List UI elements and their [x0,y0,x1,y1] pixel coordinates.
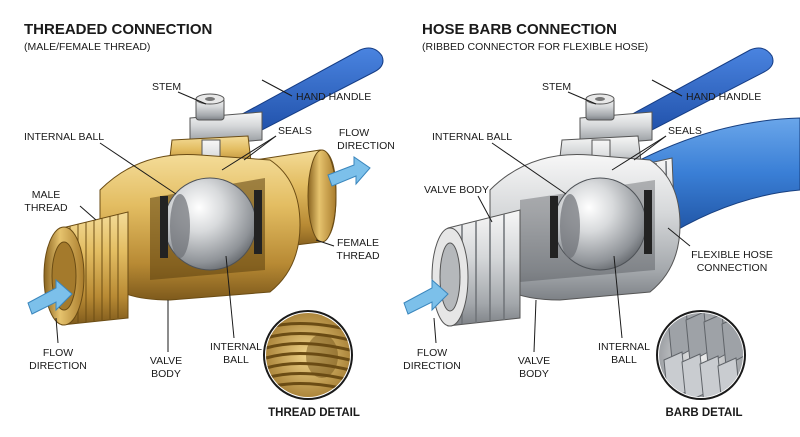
left-detail-caption: THREAD DETAIL [268,407,360,419]
left-label-valve-body-1: VALVE [150,355,182,367]
left-label-male-thread-2: THREAD [24,202,68,214]
left-label-flow-direction-top-1: FLOW [339,127,369,139]
left-subtitle: (MALE/FEMALE THREAD) [24,41,150,53]
right-label-stem: STEM [542,81,571,93]
right-label-flow-direction-bottom-1: FLOW [417,347,447,359]
left-label-stem: STEM [152,81,181,93]
right-label-internal-ball-bottom-1: INTERNAL [598,341,650,353]
right-detail-caption: BARB DETAIL [665,407,742,419]
right-label-internal-ball-bottom-2: BALL [611,354,637,366]
left-label-male-thread-1: MALE [32,189,61,201]
threaded-valve-illustration [27,47,384,326]
right-label-valve-body-top: VALVE BODY [424,184,489,196]
right-label-seals: SEALS [668,125,702,137]
left-label-seals: SEALS [278,125,312,137]
right-label-flexible-hose-1: FLEXIBLE HOSE [691,249,773,261]
right-label-flow-direction-bottom-2: DIRECTION [403,360,461,372]
left-label-female-thread-1: FEMALE [337,237,379,249]
left-label-hand-handle: HAND HANDLE [296,91,371,103]
right-panel-text: HOSE BARB CONNECTION (RIBBED CONNECTOR F… [403,21,773,419]
leader-lines [55,79,691,353]
thread-detail-inset [263,310,353,400]
left-panel-text: THREADED CONNECTION (MALE/FEMALE THREAD)… [24,21,395,419]
hose-barb-valve-illustration [403,47,800,327]
left-label-internal-ball-top: INTERNAL BALL [24,131,104,143]
left-label-flow-direction-bottom-1: FLOW [43,347,73,359]
right-label-internal-ball-top: INTERNAL BALL [432,131,512,143]
left-label-internal-ball-bottom-2: BALL [223,354,249,366]
left-label-female-thread-2: THREAD [336,250,380,262]
right-label-hand-handle: HAND HANDLE [686,91,761,103]
right-title: HOSE BARB CONNECTION [422,21,617,38]
left-label-internal-ball-bottom-1: INTERNAL [210,341,262,353]
right-label-flexible-hose-2: CONNECTION [697,262,768,274]
right-label-valve-body-1: VALVE [518,355,550,367]
left-label-flow-direction-bottom-2: DIRECTION [29,360,87,372]
barb-detail-inset [656,310,746,400]
right-label-valve-body-2: BODY [519,368,549,380]
left-title: THREADED CONNECTION [24,21,212,38]
left-label-flow-direction-top-2: DIRECTION [337,140,395,152]
right-subtitle: (RIBBED CONNECTOR FOR FLEXIBLE HOSE) [422,41,648,53]
left-label-valve-body-2: BODY [151,368,181,380]
